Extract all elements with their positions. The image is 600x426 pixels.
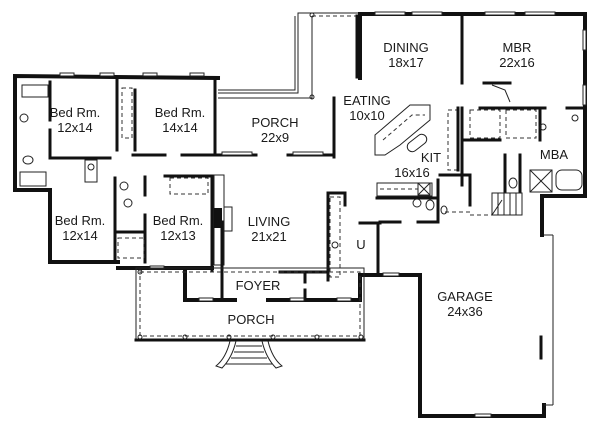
room-label-bed-1: Bed Rm.12x14 — [49, 105, 101, 135]
room-label-bed-4: Bed Rm.12x13 — [152, 213, 204, 243]
room-label-kit: KIT — [420, 150, 442, 165]
room-label-bed-3: Bed Rm.12x14 — [54, 213, 106, 243]
room-label-bed-2: Bed Rm.14x14 — [154, 105, 206, 135]
rear-porch-walls — [216, 96, 336, 159]
room-label-kit-size: 16x16 — [394, 165, 430, 180]
kitchen-island — [374, 104, 460, 172]
room-label-mba: MBA — [539, 147, 569, 162]
front-porch — [134, 267, 366, 342]
garage-walls — [418, 188, 587, 418]
rear-porch-outline — [218, 12, 360, 100]
front-walls — [183, 266, 422, 302]
kitchen-counter — [375, 173, 492, 224]
room-label-front-porch: PORCH — [227, 312, 275, 327]
front-steps — [214, 340, 284, 369]
room-label-utility: U — [356, 237, 366, 252]
north-wing-walls — [358, 11, 587, 216]
room-label-foyer: FOYER — [235, 278, 281, 293]
fireplace — [213, 174, 233, 266]
left-wing-walls — [13, 72, 221, 264]
